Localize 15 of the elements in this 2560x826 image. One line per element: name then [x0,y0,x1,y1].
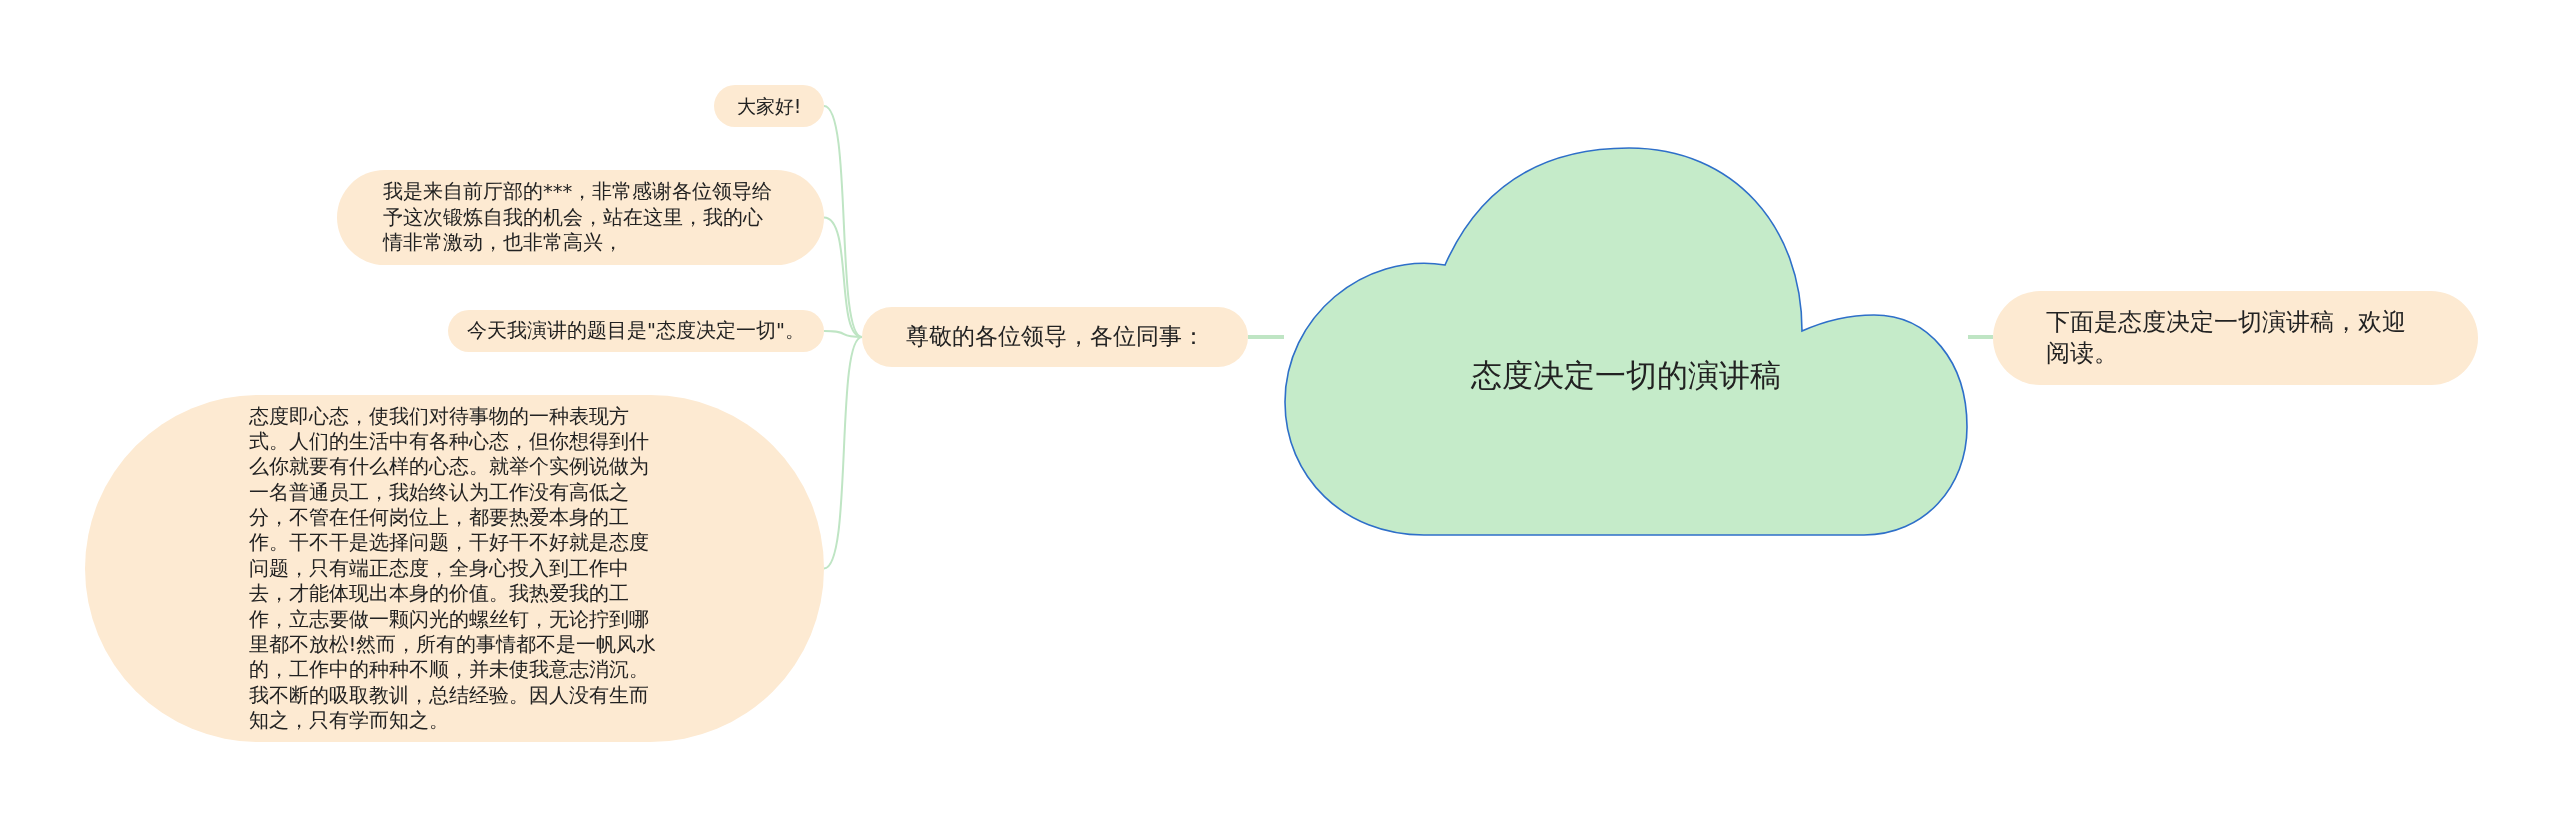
topic-text: 我是来自前厅部的***，非常感谢各位领导给予这次锻炼自我的机会，站在这里，我的心情非常激动，也非常高兴， [383,179,774,256]
connector-line [823,336,863,570]
topic-bubble [448,310,824,352]
topic-text: 下面是态度决定一切演讲稿，欢迎阅读。 [2045,306,2407,369]
title-text: 态度决定一切的演讲稿 [1471,356,1781,396]
topic-text: 大家好! [736,93,802,119]
connector-line [823,216,863,338]
connector-line [1968,335,1993,339]
topic-text: 今天我演讲的题目是"态度决定一切"。 [467,318,805,344]
connector-line [1248,335,1284,339]
topic-bubble [862,307,1248,367]
topic-text: 态度即心态，使我们对待事物的一种表现方式。人们的生活中有各种心态，但你想得到什么你就要有什么样的心态。就举个实例说做为一名普通员工，我始终认为工作没有高低之分，不管在任何岗位上，都要热爱本身的工作。干不干是选择问题，干好干不好就是态度问题，只有端正态度，全身心投入到工作中去，才能体现出本身的价值。我热爱我的工作，立志要做一颗闪光的螺丝钉，无论拧到哪里都不放松!然而，所有的事情都不是一帆风水的，工作中的种种不顺，并未使我意志消沉。我不断的吸取教训，总结经验。因人没有生而知之，只有学而知之。 [248,403,658,734]
topic-text: 尊敬的各位领导，各位同事： [905,322,1205,352]
topic-bubble [714,85,824,127]
cloud-shape [1284,147,1968,536]
